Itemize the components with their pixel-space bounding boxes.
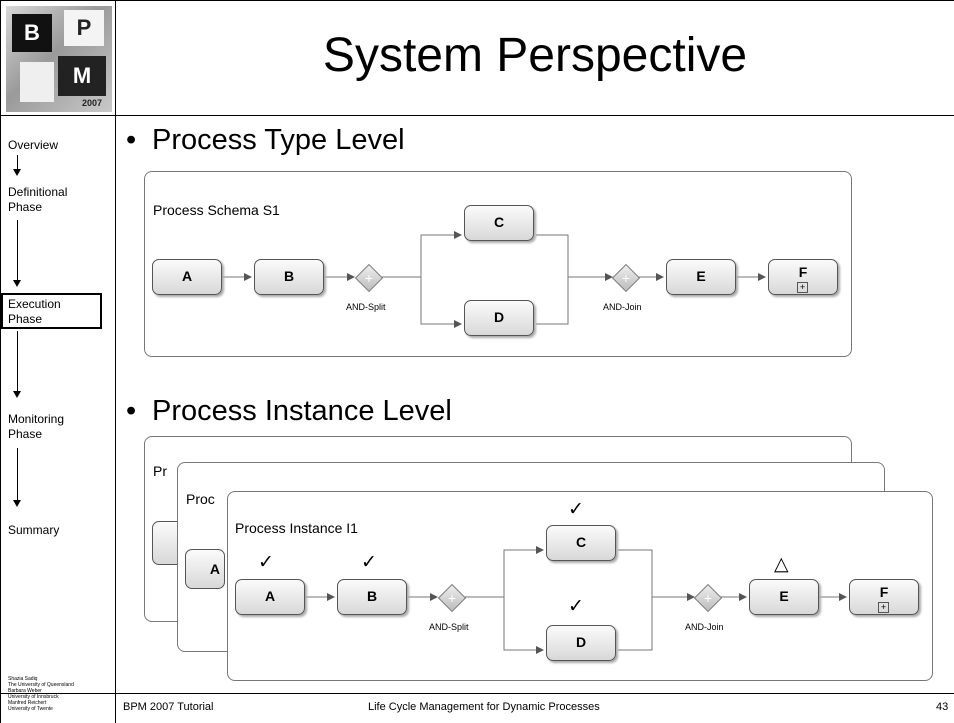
schema-task-d[interactable]: D — [464, 300, 534, 336]
current-section-highlight — [1, 293, 102, 329]
completed-check-icon: ✓ — [258, 552, 274, 573]
arrow-down-icon — [13, 391, 21, 398]
sidebar-arrow-line — [17, 331, 18, 391]
author-credits: Shazia Sadiq The University of Queenslan… — [8, 676, 74, 712]
footer-title: Life Cycle Management for Dynamic Proces… — [368, 701, 600, 713]
logo-block — [20, 62, 54, 102]
instance-title: Process Instance I1 — [235, 520, 358, 536]
schema-title: Process Schema S1 — [153, 202, 280, 218]
bullet-dot: • — [126, 395, 137, 427]
arrow-down-icon — [13, 280, 21, 287]
sidebar-arrow-line — [17, 448, 18, 500]
instance-join-label: AND-Join — [685, 622, 724, 632]
frame-left-line — [0, 0, 1, 723]
instance-connectors — [305, 546, 847, 654]
instance-back-2-title: Proc — [186, 491, 215, 507]
sidebar-item-execution-phase[interactable]: Execution Phase — [8, 297, 61, 326]
logo-year: 2007 — [82, 98, 103, 108]
page-title: System Perspective — [322, 29, 748, 82]
schema-split-label: AND-Split — [346, 302, 386, 312]
instance-task-d[interactable]: D — [546, 625, 616, 661]
bpm-logo: B P M 2007 — [6, 6, 112, 112]
header-divider — [0, 115, 954, 116]
schema-task-a[interactable]: A — [152, 259, 222, 295]
instance-back-1-title: Pr — [153, 463, 167, 479]
schema-task-c[interactable]: C — [464, 205, 534, 241]
sidebar-arrow-line — [17, 155, 18, 169]
instance-task-b[interactable]: B — [337, 579, 407, 615]
sidebar-item-definitional-phase[interactable]: Definitional Phase — [8, 185, 68, 214]
sidebar-divider — [115, 0, 116, 723]
sidebar-item-overview[interactable]: Overview — [8, 138, 59, 152]
instance-task-a[interactable]: A — [235, 579, 305, 615]
bullet-process-instance-level: • Process Instance Level — [126, 395, 452, 428]
arrow-down-icon — [13, 169, 21, 176]
bullet-text: Process Instance Level — [152, 395, 452, 427]
logo-letter-p: P — [64, 10, 104, 46]
sidebar-item-summary[interactable]: Summary — [8, 523, 60, 537]
completed-check-icon: ✓ — [361, 552, 377, 573]
instance-split-label: AND-Split — [429, 622, 469, 632]
task-f-label: F — [798, 264, 808, 280]
schema-task-b[interactable]: B — [254, 259, 324, 295]
process-schema-panel: Process Schema S1 A B + AND-Split C D + … — [144, 171, 852, 357]
instance-task-c[interactable]: C — [546, 525, 616, 561]
logo-letter-m: M — [58, 56, 106, 96]
sidebar-arrow-line — [17, 220, 18, 280]
expand-subprocess-icon[interactable]: + — [878, 602, 889, 613]
frame-top-line — [0, 0, 954, 1]
instance-task-f[interactable]: F + — [849, 579, 919, 615]
footer-divider — [0, 693, 954, 694]
page-number: 43 — [936, 701, 949, 713]
schema-task-e[interactable]: E — [666, 259, 736, 295]
logo-letter-b: B — [12, 14, 52, 52]
arrow-down-icon — [13, 500, 21, 507]
bullet-dot: • — [126, 124, 137, 156]
bullet-process-type-level: • Process Type Level — [126, 124, 405, 157]
process-instance-panel: Process Instance I1 ✓ A ✓ B + AND-Split … — [227, 491, 933, 681]
schema-join-label: AND-Join — [603, 302, 642, 312]
schema-connectors — [222, 231, 766, 328]
task-f-label: F — [879, 584, 889, 600]
instance-back-2-task: A — [185, 549, 225, 589]
bullet-text: Process Type Level — [152, 124, 405, 156]
schema-task-f[interactable]: F + — [768, 259, 838, 295]
sidebar-item-monitoring-phase[interactable]: Monitoring Phase — [8, 412, 65, 441]
expand-subprocess-icon[interactable]: + — [797, 282, 808, 293]
completed-check-icon: ✓ — [568, 596, 584, 617]
footer-tutorial: BPM 2007 Tutorial — [123, 701, 214, 713]
activated-triangle-icon: △ — [774, 554, 789, 575]
completed-check-icon: ✓ — [568, 499, 584, 520]
instance-task-e[interactable]: E — [749, 579, 819, 615]
